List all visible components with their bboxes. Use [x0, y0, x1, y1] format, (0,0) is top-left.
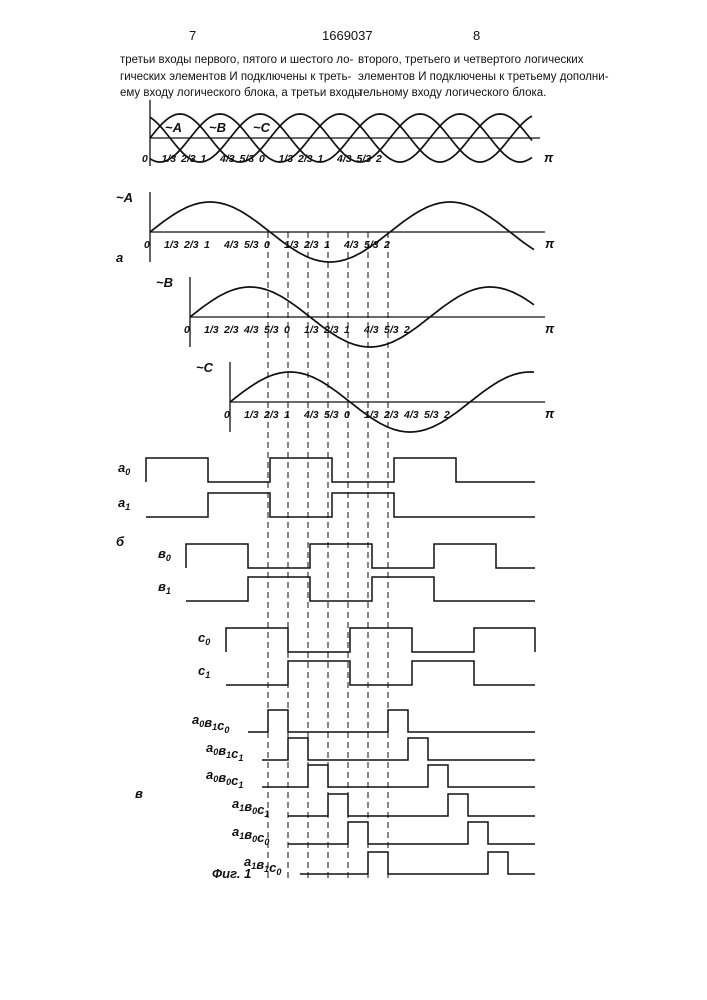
tick-label: 5/3 — [244, 239, 259, 251]
tick-label: 2/3 — [383, 409, 399, 421]
tick-label: 0 — [224, 409, 230, 421]
tick-label: 0 — [184, 324, 190, 336]
tick-label: 4/3 — [363, 324, 379, 336]
tick-label: 4/3 — [303, 409, 319, 421]
tick-label: 1/3 — [162, 153, 177, 165]
tick-label: 2 — [375, 153, 382, 165]
tick-label: 0 — [344, 409, 350, 421]
axis-end-label: π — [545, 236, 555, 251]
square-wave — [146, 493, 535, 517]
tick-label: 2 — [383, 239, 390, 251]
tick-label: 1 — [318, 153, 324, 165]
tick-label: 0 — [142, 153, 148, 165]
tick-label: 5/3 — [240, 153, 255, 165]
signal-label: a1в0c0 — [232, 824, 269, 847]
tick-label: 1 — [344, 324, 350, 336]
square-wave — [186, 544, 535, 568]
tick-label: 4/3 — [243, 324, 259, 336]
tick-label: 5/3 — [324, 409, 339, 421]
signal-label: c0 — [198, 630, 210, 647]
tick-label: 0 — [259, 153, 265, 165]
figure-caption: Фиг. 1 — [212, 866, 251, 881]
plot-label: ~A — [116, 190, 133, 205]
tick-label: 2/3 — [323, 324, 339, 336]
tick-label: 1/3 — [304, 324, 319, 336]
tick-label: 1 — [204, 239, 210, 251]
square-wave — [146, 458, 535, 482]
axis-end-label: π — [545, 321, 555, 336]
tick-label: 0 — [264, 239, 270, 251]
tick-label: 2/3 — [303, 239, 319, 251]
tick-label: 1/3 — [284, 239, 299, 251]
square-wave — [226, 661, 535, 685]
curve-label: ~C — [253, 120, 271, 135]
tick-label: 2/3 — [263, 409, 279, 421]
curve-label: ~A — [165, 120, 182, 135]
tick-label: 5/3 — [357, 153, 372, 165]
axis-end-label: π — [544, 150, 554, 165]
tick-label: 1/3 — [164, 239, 179, 251]
tick-label: 4/3 — [403, 409, 419, 421]
tick-label: 1/3 — [204, 324, 219, 336]
signal-label: a0в0c1 — [206, 767, 243, 790]
tick-label: 5/3 — [264, 324, 279, 336]
signal-label: в1 — [158, 579, 171, 596]
tick-label: 2/3 — [183, 239, 199, 251]
square-wave — [186, 577, 535, 601]
axis-end-label: π — [545, 406, 555, 421]
tick-label: 0 — [144, 239, 150, 251]
tick-label: 1 — [284, 409, 290, 421]
tick-label: 4/3 — [336, 153, 352, 165]
tick-label: 4/3 — [223, 239, 239, 251]
logic-pulse — [262, 765, 535, 787]
tick-label: 5/3 — [364, 239, 379, 251]
logic-pulse — [288, 794, 535, 816]
signal-label: a1 — [118, 495, 130, 512]
tick-label: 5/3 — [384, 324, 399, 336]
section-label-b: б — [116, 534, 125, 549]
tick-label: 5/3 — [424, 409, 439, 421]
logic-pulse — [300, 852, 535, 874]
square-wave — [226, 628, 535, 652]
signal-label: в0 — [158, 546, 171, 563]
signal-label: a1в0c1 — [232, 796, 269, 819]
plot-label: ~C — [196, 360, 214, 375]
logic-pulse — [248, 710, 535, 732]
section-label-c: в — [135, 786, 143, 801]
signal-label: a0в1c0 — [192, 712, 229, 735]
tick-label: 4/3 — [219, 153, 235, 165]
signal-label: a0 — [118, 460, 130, 477]
signal-label: c1 — [198, 663, 210, 680]
tick-label: 1/3 — [244, 409, 259, 421]
tick-label: 1 — [201, 153, 207, 165]
logic-pulse — [262, 738, 535, 760]
tick-label: 1 — [324, 239, 330, 251]
tick-label: 1/3 — [364, 409, 379, 421]
tick-label: 2/3 — [180, 153, 196, 165]
tick-label: 1/3 — [279, 153, 294, 165]
tick-label: 2/3 — [223, 324, 239, 336]
tick-label: 4/3 — [343, 239, 359, 251]
tick-label: 2 — [443, 409, 450, 421]
curve-label: ~B — [209, 120, 226, 135]
section-label-a: а — [116, 250, 123, 265]
tick-label: 2/3 — [297, 153, 313, 165]
plot-label: ~B — [156, 275, 173, 290]
tick-label: 0 — [284, 324, 290, 336]
signal-label: a0в1c1 — [206, 740, 243, 763]
tick-label: 2 — [403, 324, 410, 336]
logic-pulse — [288, 822, 535, 844]
